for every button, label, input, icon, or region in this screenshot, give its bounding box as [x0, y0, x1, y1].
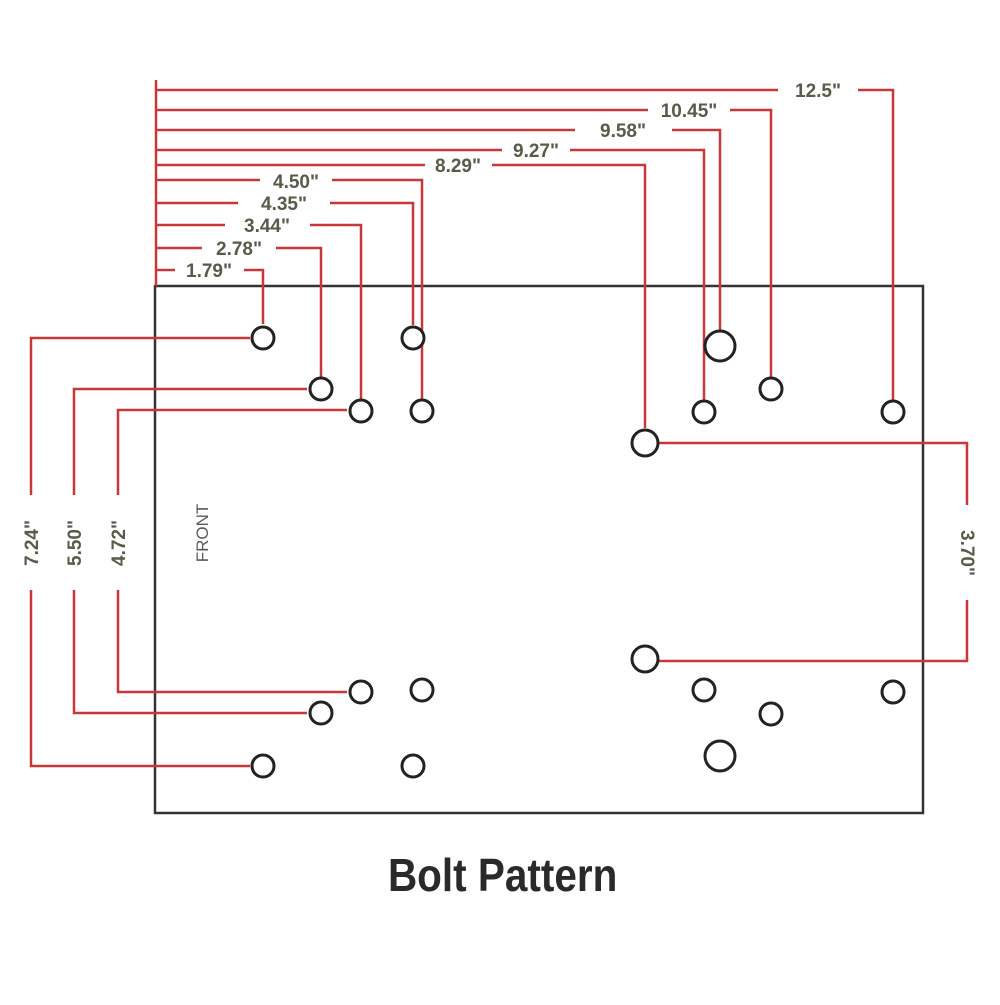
dim-label-5-50: 5.50": [65, 520, 86, 566]
dim-line-4-35-right: [330, 201, 415, 325]
bolt-hole: [308, 376, 334, 402]
plate-outline: [153, 284, 925, 815]
dim-line-3-44-right: [310, 223, 363, 399]
dim-line-4-72-top: [116, 408, 347, 495]
dim-label-1-79: 1.79": [186, 261, 232, 282]
dim-line-8-29-right: [492, 163, 647, 428]
dim-line-5-50-bottom: [72, 590, 307, 715]
dim-label-9-27: 9.27": [513, 141, 559, 162]
dim-line-5-50-top: [72, 387, 307, 495]
dim-line-7-24-top: [29, 336, 250, 495]
bolt-hole: [308, 700, 334, 726]
bolt-hole: [250, 753, 276, 779]
dim-label-7-24: 7.24": [22, 520, 43, 566]
dim-line-9-27-right: [570, 148, 706, 401]
dim-label-9-58: 9.58": [600, 121, 646, 142]
dim-label-3-70: 3.70": [956, 530, 977, 576]
dim-line-4-72-bottom: [116, 590, 347, 694]
dim-label-2-78: 2.78": [216, 239, 262, 260]
dimension-lines: [29, 88, 969, 768]
dim-line-10-45-right: [730, 108, 773, 377]
dim-line-2-78-right: [276, 246, 323, 377]
diagram-title: Bolt Pattern: [387, 849, 618, 901]
bolt-hole: [630, 644, 660, 674]
dim-label-8-29: 8.29": [435, 156, 481, 177]
dim-line-4-50-right: [332, 178, 424, 399]
dim-line-12-5-right: [858, 88, 895, 401]
bolt-hole: [250, 325, 276, 351]
bolt-hole: [880, 399, 906, 425]
bolt-hole: [409, 677, 435, 703]
bolt-holes: [250, 325, 906, 779]
front-label: FRONT: [193, 504, 212, 563]
bolt-hole: [691, 399, 717, 425]
bolt-hole: [758, 376, 784, 402]
dimension-labels: 12.5" 10.45" 9.58" 9.27" 8.29" 4.50" 4.3…: [22, 81, 977, 576]
dim-label-4-50: 4.50": [273, 172, 319, 193]
dim-label-3-44: 3.44": [244, 216, 290, 237]
bolt-hole: [400, 325, 426, 351]
bolt-hole: [348, 679, 374, 705]
bolt-hole: [630, 428, 660, 458]
bolt-hole: [691, 677, 717, 703]
bolt-hole-large: [703, 739, 737, 773]
bolt-hole: [409, 398, 435, 424]
dim-line-3-70-bottom: [659, 600, 969, 663]
bolt-hole-large: [703, 329, 737, 363]
dim-line-9-58-right: [672, 128, 722, 330]
dim-line-3-70-top: [659, 441, 969, 505]
bolt-hole: [400, 753, 426, 779]
bolt-hole: [758, 701, 784, 727]
bolt-hole: [348, 398, 374, 424]
dim-label-10-45: 10.45": [661, 101, 718, 122]
dim-label-4-35: 4.35": [261, 194, 307, 215]
bolt-hole: [880, 679, 906, 705]
dim-line-1-79-right: [244, 268, 265, 324]
dim-line-7-24-bottom: [29, 590, 250, 768]
dim-label-12-5: 12.5": [795, 81, 841, 102]
dim-label-4-72: 4.72": [109, 520, 130, 566]
